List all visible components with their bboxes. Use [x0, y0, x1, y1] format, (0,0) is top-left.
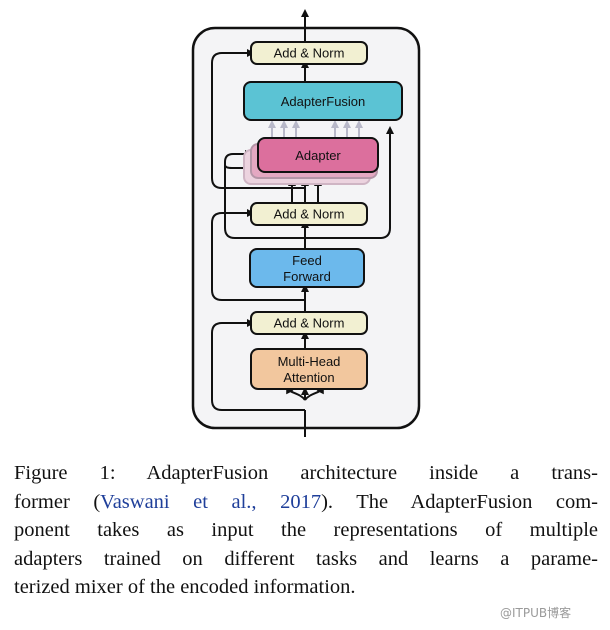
caption-line-2: former (Vaswani et al., 2017). The Adapt… — [14, 488, 598, 517]
caption-line-1: Figure 1: AdapterFusion architecture ins… — [14, 462, 598, 484]
add-norm-bottom-label: Add & Norm — [274, 316, 345, 331]
adapter-box: Adapter — [257, 137, 379, 173]
caption-line-5: terized mixer of the encoded information… — [14, 576, 356, 598]
add-norm-top-box: Add & Norm — [250, 41, 368, 65]
add-norm-middle-label: Add & Norm — [274, 207, 345, 222]
adapter-fusion-box: AdapterFusion — [243, 81, 403, 121]
feed-forward-box: Feed Forward — [249, 248, 365, 288]
adapter-fusion-label: AdapterFusion — [281, 94, 366, 109]
add-norm-bottom-box: Add & Norm — [250, 311, 368, 335]
residual-connections — [211, 49, 394, 411]
citation-link[interactable]: Vaswani et al., 2017 — [100, 490, 322, 513]
multi-head-attention-box: Multi-Head Attention — [250, 348, 368, 390]
figure-caption: Figure 1: AdapterFusion architecture ins… — [14, 459, 598, 602]
caption-line-3: ponent takes as input the representation… — [14, 519, 598, 541]
caption-line-2-prefix: former ( — [14, 490, 101, 513]
add-norm-top-label: Add & Norm — [274, 46, 345, 61]
watermark: @ITPUB博客 — [500, 606, 572, 620]
adapter-label: Adapter — [295, 148, 341, 163]
caption-line-2-suffix: ). The AdapterFusion com- — [321, 490, 599, 513]
feed-forward-label-line1: Feed — [292, 253, 322, 268]
attention-label-line1: Multi-Head — [278, 354, 341, 369]
adapter-to-fusion-arrows — [268, 120, 363, 137]
main-flow-arrows — [286, 9, 324, 437]
feed-forward-label-line2: Forward — [283, 269, 331, 284]
adapterfusion-architecture-diagram: Add & Norm AdapterFusion Adapter Add & N… — [191, 9, 421, 437]
caption-line-4: adapters trained on different tasks and … — [14, 547, 598, 570]
attention-label-line2: Attention — [283, 370, 334, 385]
add-norm-middle-box: Add & Norm — [250, 202, 368, 226]
